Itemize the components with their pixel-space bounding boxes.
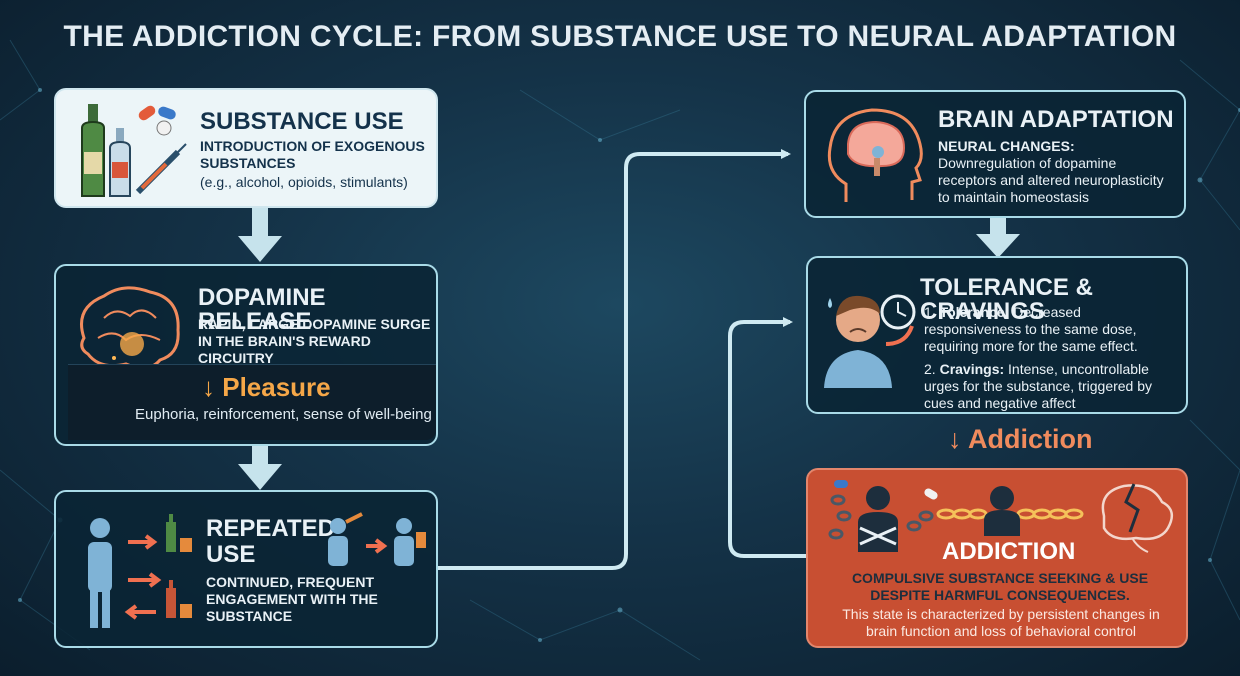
- pleasure-label: ↓ Pleasure: [202, 372, 331, 403]
- addiction-arrow-icon: ↓: [948, 424, 962, 454]
- addiction-arrow-text: Addiction: [968, 424, 1093, 454]
- addiction-arrow-label: ↓ Addiction: [948, 424, 1092, 455]
- pleasure-band: [68, 364, 436, 440]
- list-item-text: Decreased responsiveness to the same dos…: [924, 304, 1138, 354]
- tolerance-cravings-box: TOLERANCE & CRAVINGS 1. Tolerance: Decre…: [806, 256, 1188, 414]
- clock-icon: [880, 294, 916, 330]
- list-item-number: 1.: [924, 304, 936, 320]
- addiction-subtitle: COMPULSIVE SUBSTANCE SEEKING & USE DESPI…: [851, 570, 1149, 603]
- chain-icon: [936, 508, 1084, 520]
- drinking-person-icon: [328, 512, 426, 566]
- distressed-person-icon: [824, 294, 916, 388]
- substance-use-subtitle: INTRODUCTION OF EXOGENOUS SUBSTANCES: [200, 138, 425, 171]
- arrow-repeated-to-brain: [438, 149, 791, 570]
- brain-adaptation-description: Downregulation of dopamine receptors and…: [938, 155, 1164, 205]
- arrow-substance-to-dopamine: [238, 208, 282, 262]
- pleasure-arrow-icon: ↓: [202, 372, 215, 402]
- chained-person-icon: [828, 480, 1174, 553]
- repeated-use-box: REPEATED USE CONTINUED, FREQUENT ENGAGEM…: [54, 490, 438, 648]
- list-item-term: Tolerance:: [939, 304, 1010, 320]
- substance-use-box: SUBSTANCE USE INTRODUCTION OF EXOGENOUS …: [54, 88, 438, 208]
- head-brain-icon: [827, 108, 923, 202]
- arrow-dopamine-to-repeated: [238, 446, 282, 490]
- addiction-title: ADDICTION: [942, 538, 1076, 565]
- brain-adaptation-subtitle: NEURAL CHANGES:: [938, 138, 1075, 154]
- brain-adaptation-title: BRAIN ADAPTATION: [938, 106, 1174, 133]
- person-icon: [88, 514, 192, 628]
- pleasure-description: Euphoria, reinforcement, sense of well-b…: [135, 406, 432, 423]
- substance-use-title: SUBSTANCE USE: [200, 108, 404, 135]
- list-item: 1. Tolerance: Decreased responsiveness t…: [924, 304, 1182, 355]
- substance-use-examples: (e.g., alcohol, opioids, stimulants): [200, 174, 408, 190]
- bottle-icon: [81, 104, 187, 197]
- dopamine-release-subtitle: RAPID, LARGE DOPAMINE SURGE IN THE BRAIN…: [198, 316, 431, 366]
- list-item-term: Cravings:: [939, 361, 1005, 377]
- tolerance-cravings-title: TOLERANCE & CRAVINGS: [920, 274, 1093, 325]
- page-title: THE ADDICTION CYCLE: FROM SUBSTANCE USE …: [63, 20, 1177, 53]
- repeated-use-title: REPEATED USE: [206, 515, 335, 568]
- pleasure-text: Pleasure: [222, 372, 331, 402]
- brain-adaptation-box: BRAIN ADAPTATION NEURAL CHANGES: Downreg…: [804, 90, 1186, 218]
- dopamine-release-title: DOPAMINE RELEASE: [198, 284, 326, 335]
- repeated-use-subtitle: CONTINUED, FREQUENT ENGAGEMENT WITH THE …: [206, 574, 378, 624]
- tolerance-cravings-list: 1. Tolerance: Decreased responsiveness t…: [924, 304, 1182, 412]
- arrow-addiction-loop: [728, 317, 806, 558]
- addiction-box: ADDICTION COMPULSIVE SUBSTANCE SEEKING &…: [806, 468, 1188, 648]
- brain-icon: [72, 286, 180, 382]
- list-item: 2. Cravings: Intense, uncontrollable urg…: [924, 361, 1182, 412]
- addiction-description: This state is characterized by persisten…: [842, 606, 1160, 639]
- arrow-brain-to-tolerance: [976, 218, 1020, 258]
- list-item-number: 2.: [924, 361, 936, 377]
- list-item-text: Intense, uncontrollable urges for the su…: [924, 361, 1153, 411]
- cracked-brain-icon: [1101, 483, 1174, 553]
